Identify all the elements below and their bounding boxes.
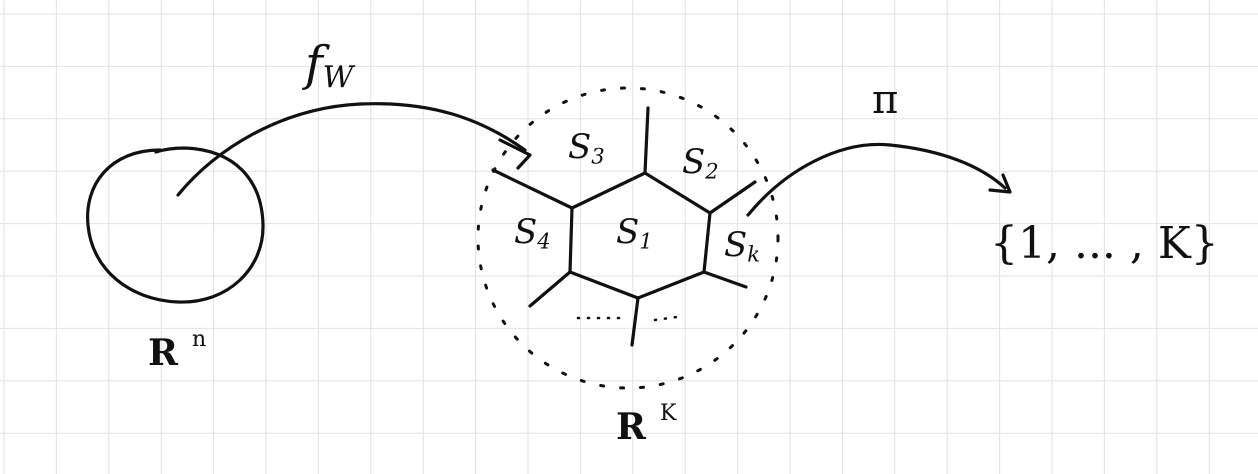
codomain-symbol: R [616, 405, 646, 448]
region-s4-label: S4 [514, 212, 551, 254]
ray-upper-right [708, 180, 757, 215]
map-pi-arrow [746, 142, 1007, 217]
domain-symbol: R [148, 331, 178, 374]
target-set-label: {1, ... , K} [990, 218, 1219, 269]
map-f-label: fW [305, 40, 353, 93]
region-sk-label: Sk [724, 225, 761, 267]
ray-lower-left [528, 270, 572, 308]
codomain-exponent: K [659, 400, 677, 426]
map-f-letter: f [305, 36, 323, 92]
region-s3-label: S3 [568, 127, 605, 169]
map-f-arrow [176, 102, 527, 197]
input-space-circle [86, 146, 265, 304]
ray-bottom [630, 296, 640, 347]
ray-upper-left [491, 168, 574, 210]
ellipsis-dots-right [653, 314, 686, 322]
region-s2-label: S2 [682, 142, 719, 184]
map-pi-arrowhead [988, 173, 1012, 194]
region-s1-label: S1 [616, 212, 653, 254]
ray-top [643, 106, 650, 175]
map-f-subscript: W [322, 60, 354, 96]
domain-exponent: n [191, 326, 207, 352]
ray-lower-right [702, 270, 748, 289]
map-f-arrowhead [498, 138, 532, 170]
codomain-dashed-circle [476, 86, 780, 390]
map-pi-label: π [872, 77, 899, 123]
